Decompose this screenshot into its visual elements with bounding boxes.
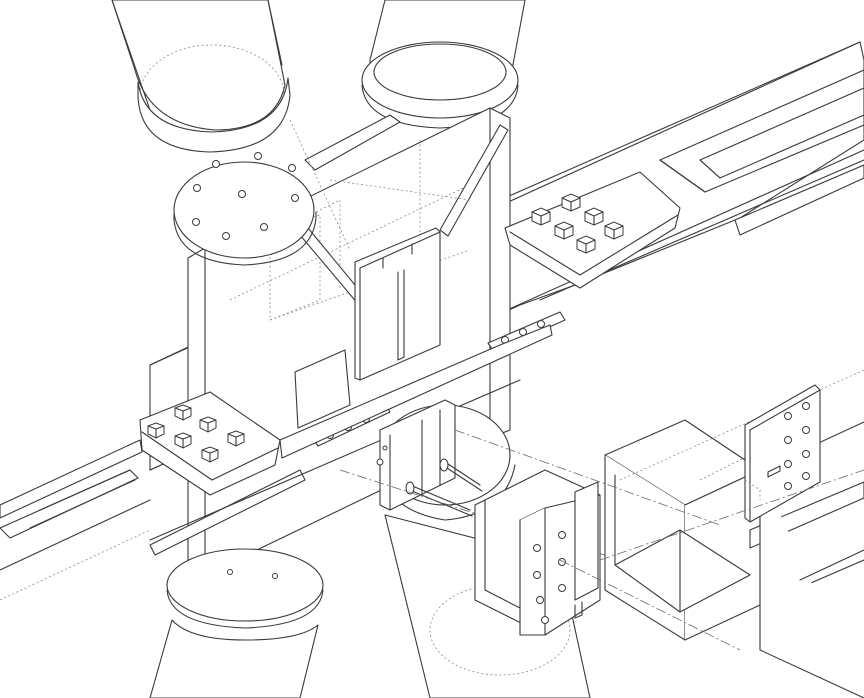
left-beam-extension [0,439,306,601]
hex-nut [584,207,604,226]
hollow-section-beam [604,369,864,698]
bolt-hole [238,190,246,198]
top-right-strut [361,0,526,129]
top-left-strut [111,0,291,153]
bolt-hole [192,218,200,226]
bolt-hole [260,223,268,231]
bolt-hole [254,152,262,160]
hex-nut-group-right [531,193,624,254]
hex-nut [604,221,624,240]
hex-nut [174,432,192,449]
slotted-fin-plate [354,227,441,381]
hex-nut [147,422,165,439]
hex-nut [174,404,192,421]
bolt-hole [212,160,220,168]
left-splice-plate [139,391,281,496]
centerlines [454,429,864,651]
hex-nut [531,207,551,226]
right-splice-plate [504,171,681,289]
lower-joint-plates [294,349,456,511]
hex-nut [201,446,219,463]
bolt-hole [288,164,296,172]
round-flange-plate [173,152,317,266]
hex-nut [561,193,581,212]
bolt-hole [193,184,201,192]
bolt-hole [291,194,299,202]
hex-nut [554,221,574,240]
hex-nut [199,416,217,433]
hex-nut-group-left [147,404,245,463]
hex-nut [227,430,245,447]
bolt-hole [222,232,230,240]
hex-nut [576,235,596,254]
right-fin-plate [744,384,821,523]
bottom-left-strut [149,548,324,698]
